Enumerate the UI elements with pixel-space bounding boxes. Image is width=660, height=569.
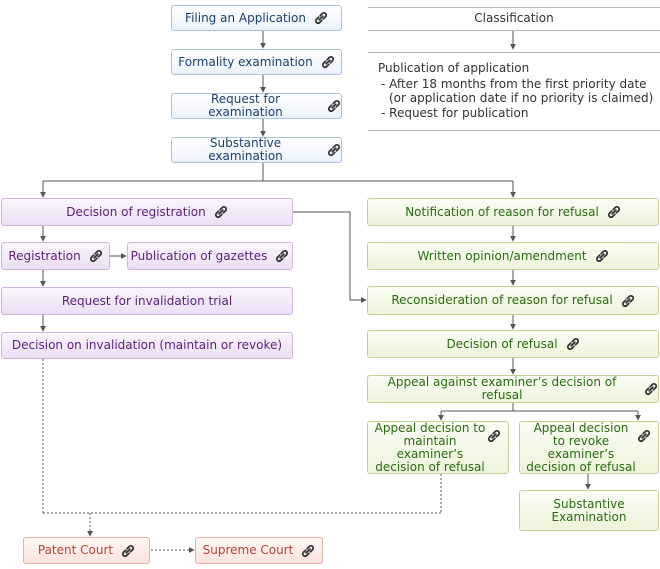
registration-step[interactable]: Registration — [1, 242, 110, 270]
link-icon[interactable] — [327, 143, 341, 157]
decision-of-registration-step[interactable]: Decision of registration — [1, 198, 293, 226]
appeal-against-refusal-step[interactable]: Appeal against examiner’s decision of re… — [367, 375, 659, 403]
classification-label: Classification — [474, 11, 554, 25]
panel-top-rule — [368, 7, 660, 8]
decision-of-refusal-step[interactable]: Decision of refusal — [367, 330, 659, 358]
appeal-revoke-refusal-step[interactable]: Appeal decision to revoke examiner’s dec… — [519, 421, 659, 474]
supreme-court-step[interactable]: Supreme Court — [195, 537, 323, 564]
decision-on-invalidation-step: Decision on invalidation (maintain or re… — [1, 332, 293, 359]
link-icon[interactable] — [121, 544, 135, 558]
request-invalidation-trial-step: Request for invalidation trial — [1, 287, 293, 315]
panel-bottom-rule — [368, 130, 660, 131]
substantive-examination-return-step: Substantive Examination — [519, 490, 659, 531]
filing-application-step[interactable]: Filing an Application — [171, 5, 342, 31]
substantive-examination-step[interactable]: Substantive examination — [171, 137, 342, 163]
request-examination-step[interactable]: Request for examination — [171, 93, 342, 119]
link-icon[interactable] — [327, 99, 341, 113]
formality-examination-step[interactable]: Formality examination — [171, 49, 342, 75]
appeal-maintain-refusal-step[interactable]: Appeal decision to maintain examiner’s d… — [367, 421, 509, 474]
link-icon[interactable] — [301, 544, 315, 558]
link-icon[interactable] — [314, 11, 328, 25]
publication-line: - Request for publication — [381, 106, 529, 120]
written-opinion-amendment-step[interactable]: Written opinion/amendment — [367, 242, 659, 270]
publication-title: Publication of application — [378, 61, 530, 75]
link-icon[interactable] — [275, 249, 289, 263]
publication-of-gazettes-step[interactable]: Publication of gazettes — [127, 242, 293, 270]
link-icon[interactable] — [607, 205, 621, 219]
reconsideration-reason-refusal-step[interactable]: Reconsideration of reason for refusal — [367, 286, 659, 315]
patent-court-step[interactable]: Patent Court — [23, 537, 150, 564]
link-icon[interactable] — [566, 337, 580, 351]
panel-rule — [368, 30, 660, 31]
link-icon[interactable] — [214, 205, 228, 219]
publication-line: (or application date if no priority is c… — [389, 91, 654, 105]
panel-rule — [368, 52, 660, 53]
link-icon[interactable] — [89, 249, 103, 263]
link-icon[interactable] — [621, 294, 635, 308]
notification-reason-refusal-step[interactable]: Notification of reason for refusal — [367, 198, 659, 226]
link-icon[interactable] — [487, 429, 501, 443]
link-icon[interactable] — [321, 55, 335, 69]
link-icon[interactable] — [637, 429, 651, 443]
publication-line: - After 18 months from the first priorit… — [381, 77, 647, 91]
link-icon[interactable] — [644, 382, 658, 396]
link-icon[interactable] — [595, 249, 609, 263]
